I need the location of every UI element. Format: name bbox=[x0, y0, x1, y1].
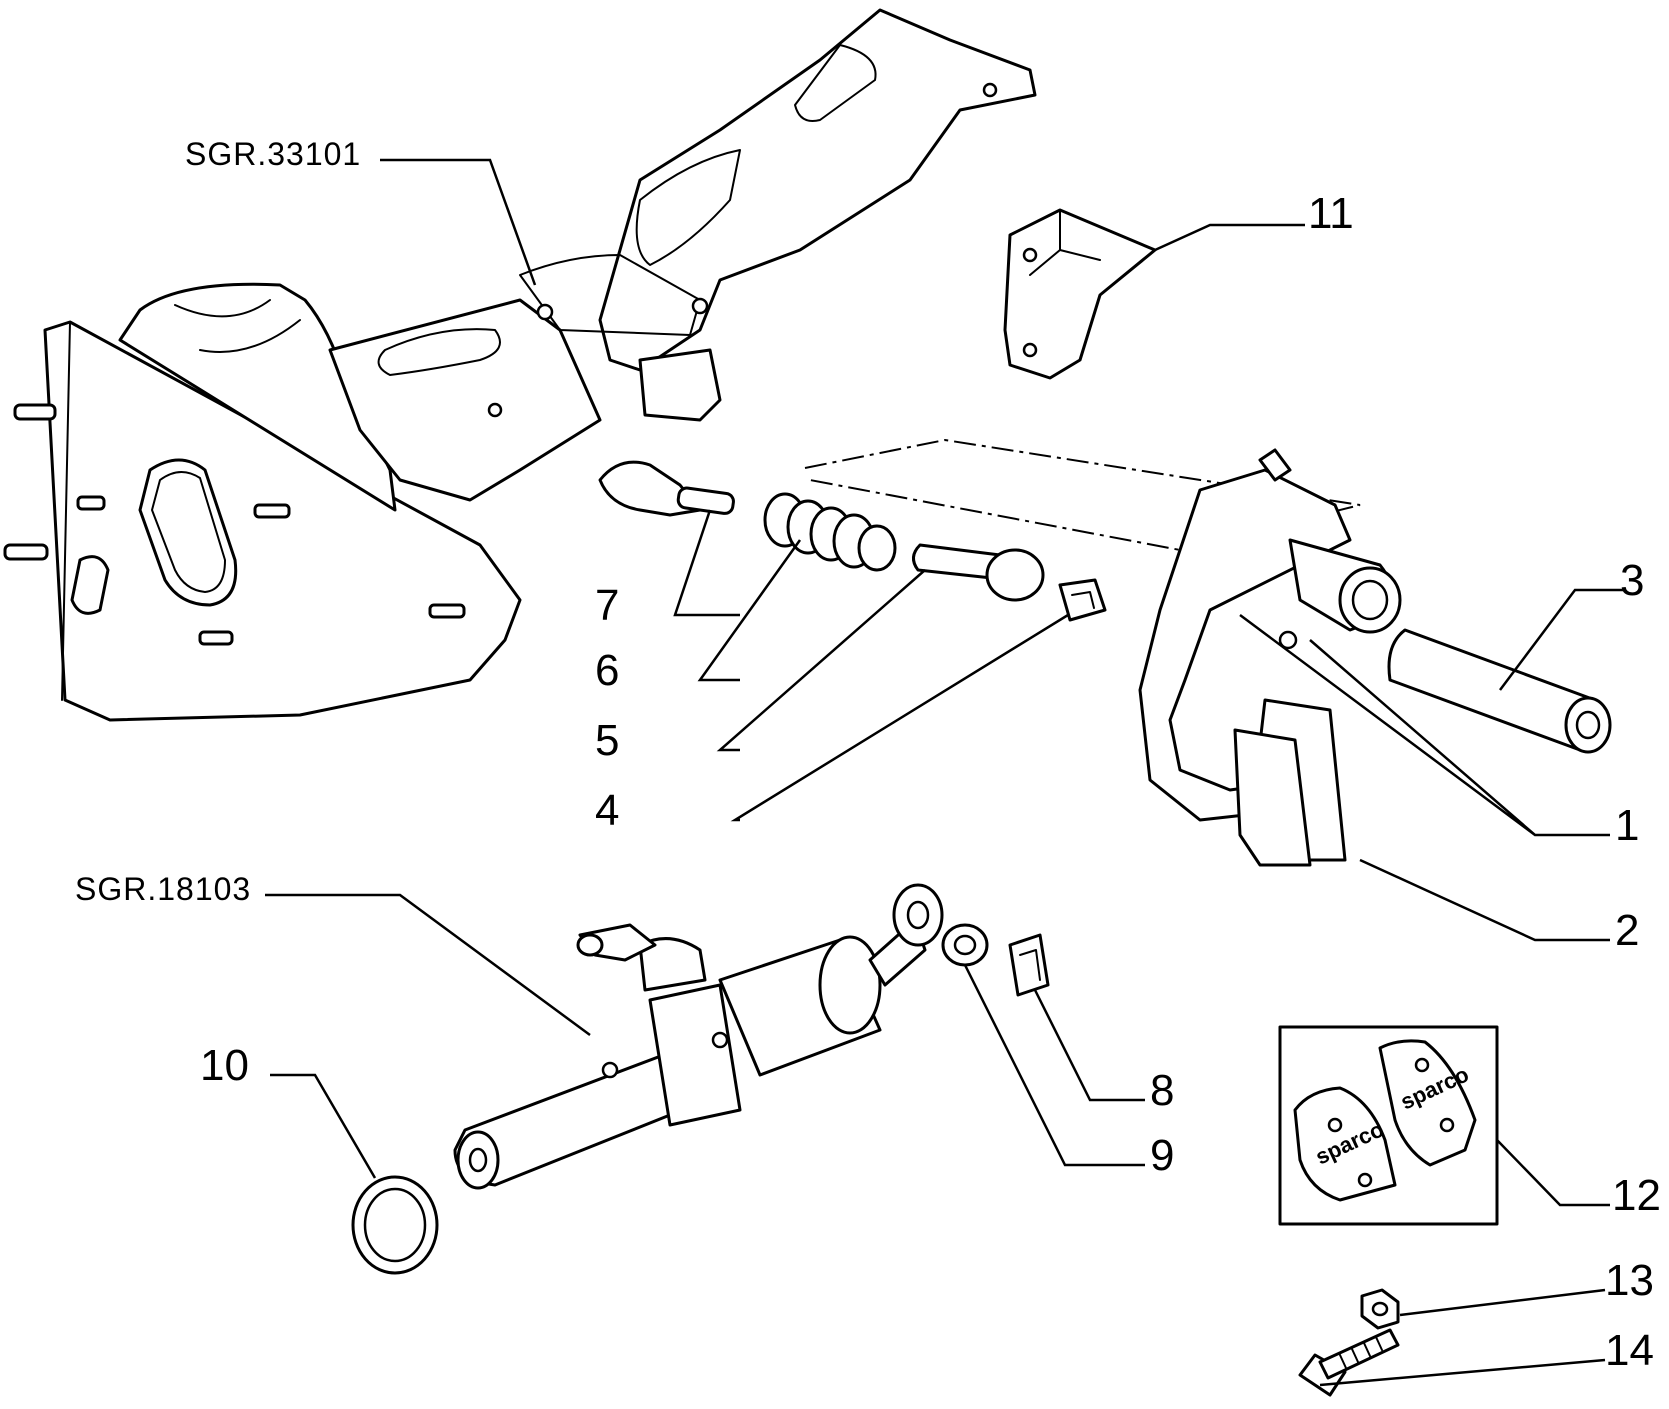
callout-12: 12 bbox=[1612, 1171, 1661, 1220]
part-5-spring-guide bbox=[912, 543, 1045, 602]
callout-5: 5 bbox=[595, 716, 619, 765]
part-4-clip bbox=[1058, 578, 1107, 622]
reference-upper-label: SGR.33101 bbox=[185, 136, 361, 172]
part-14-bolt bbox=[1298, 1328, 1400, 1397]
part-11-switch-bracket bbox=[1003, 208, 1157, 380]
reference-lower-label: SGR.18103 bbox=[75, 871, 251, 907]
clutch-master-cylinder bbox=[453, 883, 944, 1190]
callout-10: 10 bbox=[200, 1041, 249, 1090]
part-12-pedal-pad-kit: sparco sparco bbox=[1278, 1025, 1499, 1226]
part-10-seal-ring bbox=[351, 1175, 439, 1275]
callout-4: 4 bbox=[595, 786, 619, 835]
callout-1: 1 bbox=[1615, 801, 1639, 850]
callout-14: 14 bbox=[1605, 1326, 1654, 1375]
callout-6: 6 bbox=[595, 646, 619, 695]
assembly-axis bbox=[804, 438, 1361, 552]
part-6-spring bbox=[763, 492, 897, 572]
callout-8: 8 bbox=[1150, 1066, 1174, 1115]
callout-9: 9 bbox=[1150, 1131, 1174, 1180]
callout-7: 7 bbox=[595, 581, 619, 630]
callout-13: 13 bbox=[1605, 1256, 1654, 1305]
part-8-clip bbox=[1008, 933, 1050, 997]
part-9-washer bbox=[941, 923, 989, 967]
callout-2: 2 bbox=[1615, 906, 1639, 955]
part-13-nut bbox=[1360, 1288, 1400, 1330]
part-2-pedal-pad bbox=[1233, 698, 1347, 867]
part-1-clutch-pedal bbox=[1138, 448, 1402, 822]
leader-lines bbox=[265, 158, 1625, 1387]
callout-3: 3 bbox=[1620, 556, 1644, 605]
pedal-bracket-assembly bbox=[3, 8, 1037, 722]
callout-11: 11 bbox=[1308, 189, 1354, 238]
part-7-pin bbox=[598, 460, 735, 517]
part-3-bushing bbox=[1387, 628, 1612, 754]
